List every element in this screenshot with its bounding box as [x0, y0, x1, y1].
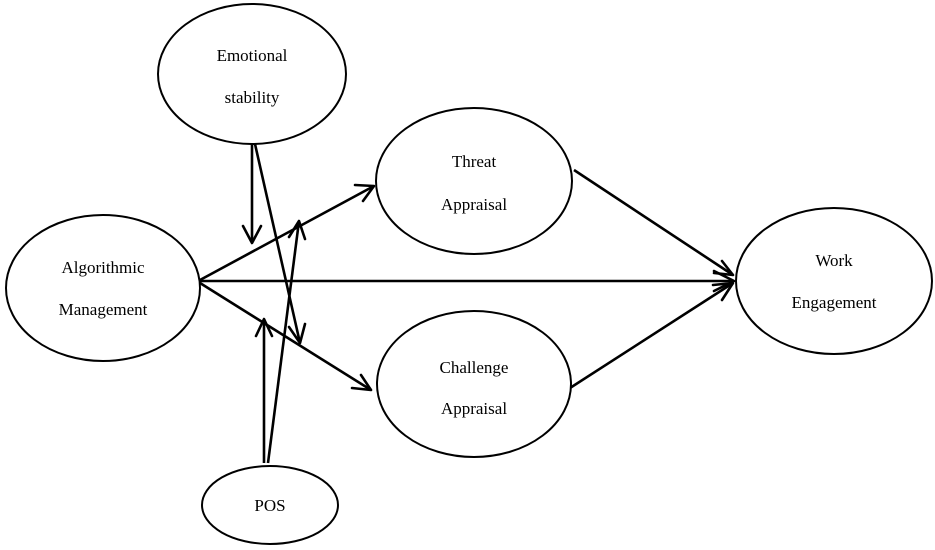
algorithmic-management-label-line2: Management — [59, 300, 148, 319]
edge-pos-moderates-challenge — [254, 317, 274, 463]
edge-am-to-work-engagement — [200, 269, 736, 293]
challenge-appraisal-label-line1: Challenge — [440, 358, 509, 377]
edge-am-to-threat — [199, 183, 376, 282]
node-emotional-stability: Emotional stability — [157, 3, 347, 145]
work-engagement-label-line2: Engagement — [792, 293, 877, 312]
edge-emotional-stability-moderates-challenge — [253, 143, 307, 345]
edge-threat-to-work-engagement — [573, 168, 735, 277]
emotional-stability-label-line1: Emotional — [217, 46, 288, 65]
node-threat-appraisal: Threat Appraisal — [375, 107, 573, 255]
node-work-engagement: Work Engagement — [735, 207, 933, 355]
work-engagement-label-line1: Work — [815, 251, 853, 270]
algorithmic-management-label-line1: Algorithmic — [61, 258, 145, 277]
threat-appraisal-label-line2: Appraisal — [441, 195, 507, 214]
edge-emotional-stability-moderates-threat — [241, 144, 263, 245]
emotional-stability-label-line2: stability — [225, 88, 280, 107]
pos-label: POS — [254, 496, 285, 515]
challenge-appraisal-label-line2: Appraisal — [441, 399, 507, 418]
node-algorithmic-management: Algorithmic Management — [5, 214, 201, 362]
edges — [199, 143, 736, 464]
node-challenge-appraisal: Challenge Appraisal — [376, 310, 572, 458]
threat-appraisal-label-line1: Threat — [452, 152, 497, 171]
edge-challenge-to-work-engagement — [569, 281, 735, 390]
node-pos: POS — [201, 465, 339, 545]
edge-pos-moderates-threat — [266, 219, 307, 464]
